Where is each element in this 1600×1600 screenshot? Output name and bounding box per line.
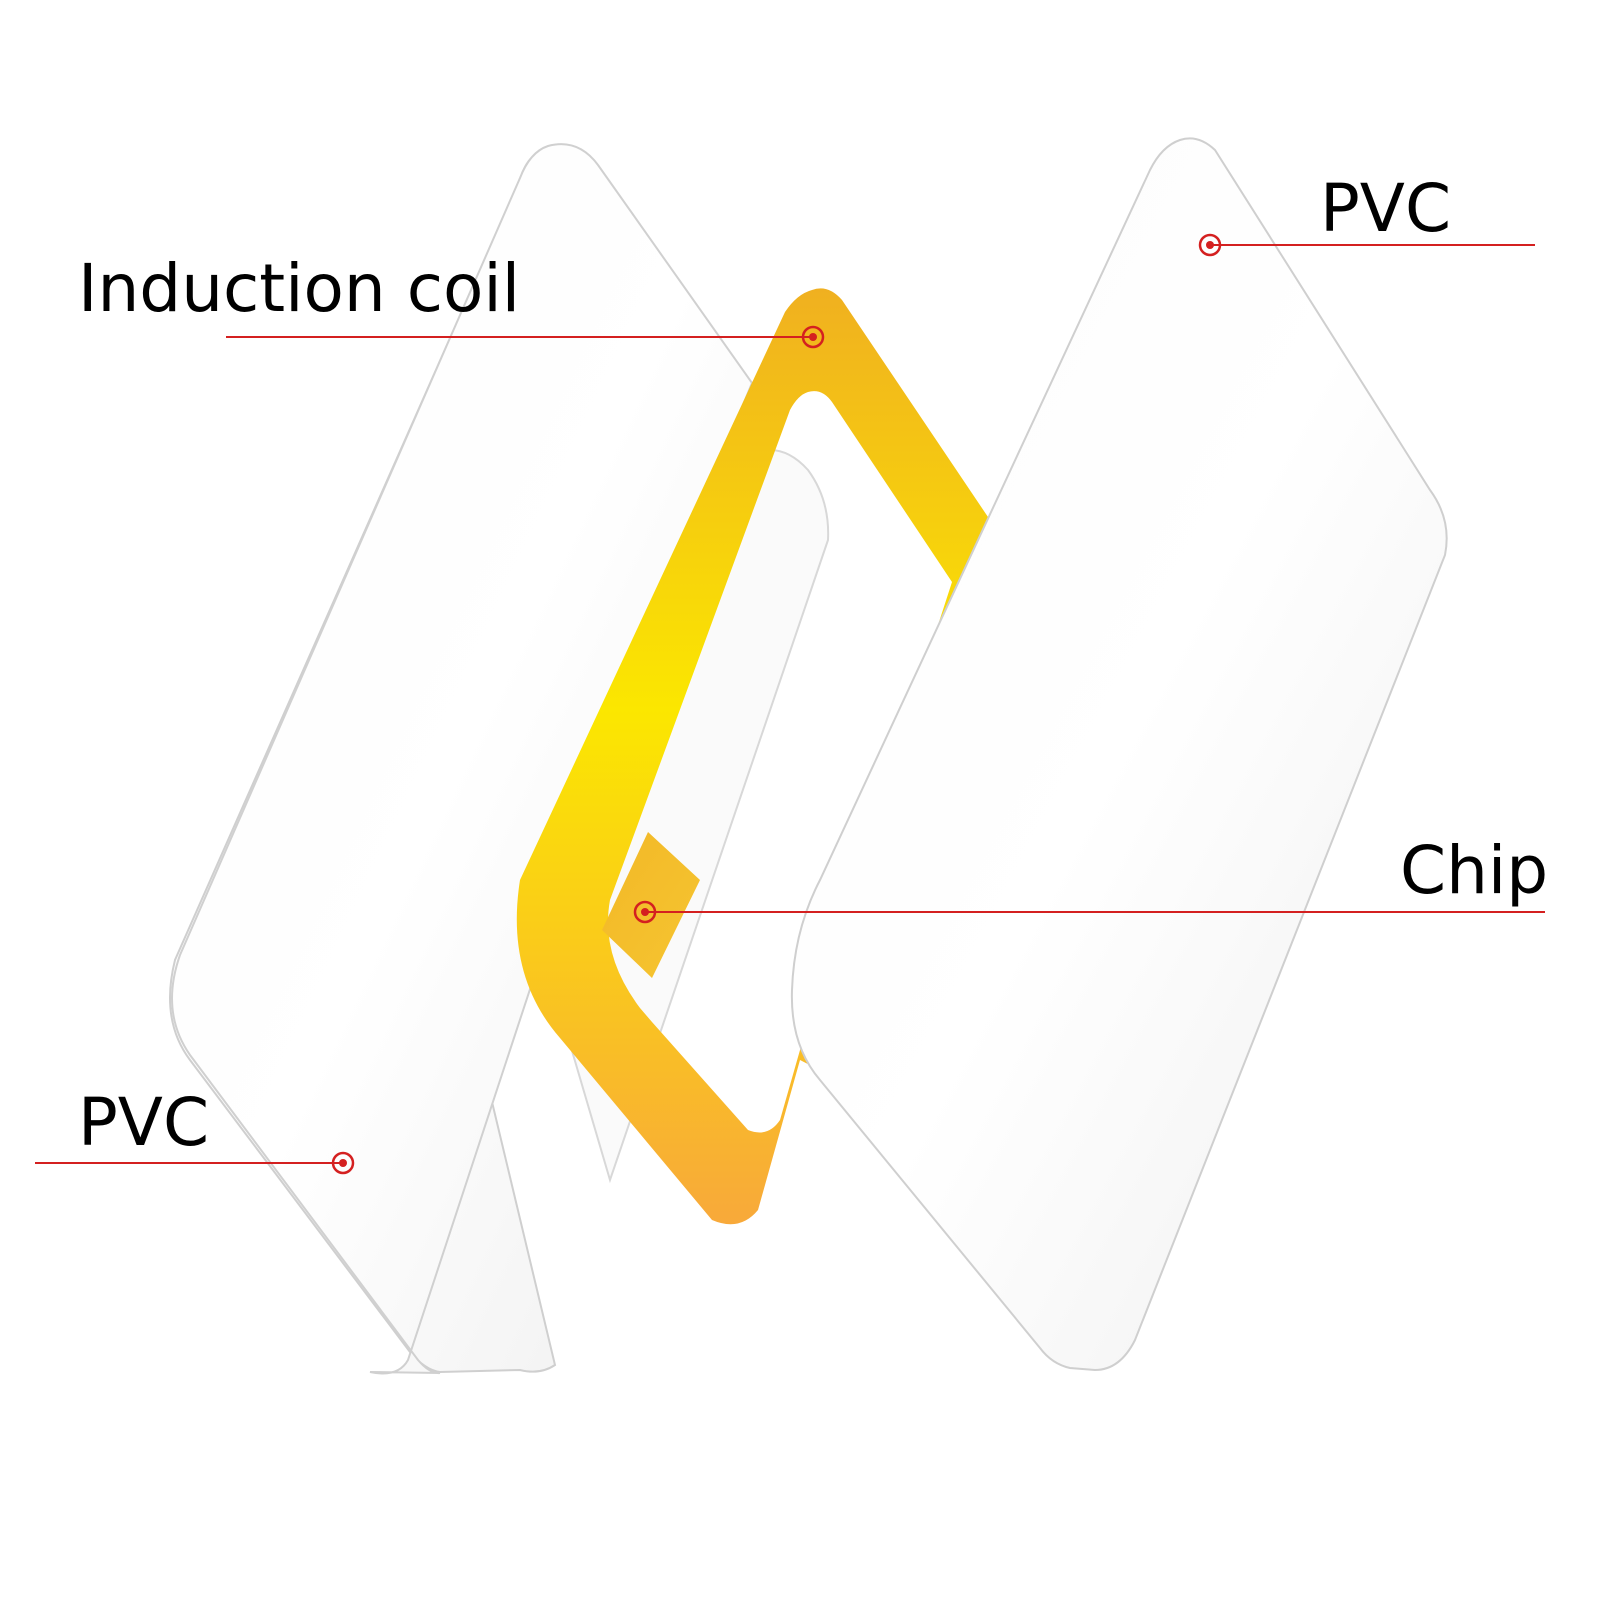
marker-pvc-top bbox=[1198, 233, 1222, 257]
label-pvc-bottom: PVC bbox=[78, 1084, 210, 1161]
label-induction-coil: Induction coil bbox=[78, 250, 521, 327]
marker-pvc-bottom bbox=[331, 1151, 355, 1175]
label-pvc-top: PVC bbox=[1320, 170, 1452, 247]
pvc-sheet-right bbox=[790, 137, 1448, 1372]
pvc-sheet-left-body bbox=[171, 143, 754, 1375]
induction-coil bbox=[516, 288, 990, 1225]
label-chip: Chip bbox=[1400, 832, 1549, 909]
marker-chip bbox=[633, 900, 657, 924]
marker-induction-coil bbox=[801, 325, 825, 349]
